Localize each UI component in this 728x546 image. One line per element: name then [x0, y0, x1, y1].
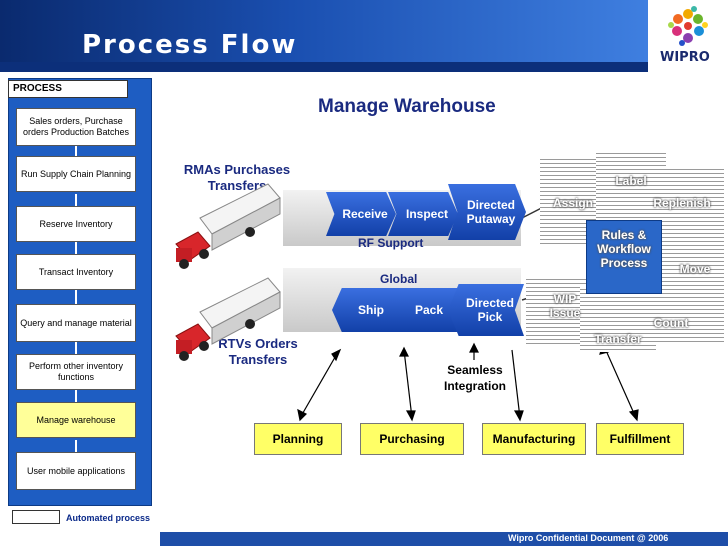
logo — [648, 0, 728, 72]
process-step-query-material[interactable]: Query and manage material — [16, 304, 136, 342]
footer-blank — [0, 532, 160, 546]
inbound-label: RMAs Purchases Transfers — [183, 162, 291, 193]
header-band — [0, 0, 648, 72]
process-step-reserve-inventory[interactable]: Reserve Inventory — [16, 206, 136, 242]
replenish-label: Replenish — [653, 196, 711, 210]
manufacturing-button[interactable]: Manufacturing — [482, 423, 586, 455]
fulfillment-button[interactable]: Fulfillment — [596, 423, 684, 455]
connector — [75, 342, 77, 356]
move-label: Move — [679, 262, 711, 276]
wipro-flower-icon — [668, 6, 708, 46]
truck-icon — [175, 277, 281, 361]
outbound-label: RTVs Orders Transfers — [218, 336, 298, 367]
connector — [75, 240, 77, 254]
step-directed-pick[interactable]: Directed Pick — [448, 284, 524, 336]
process-step-other-inventory-functions[interactable]: Perform other inventory functions — [16, 354, 136, 390]
diagram-title: Manage Warehouse — [318, 96, 496, 117]
legend-label: Automated process — [66, 513, 151, 523]
rf-support-label: RF Support — [358, 236, 424, 250]
purchasing-button[interactable]: Purchasing — [360, 423, 464, 455]
page-title: Process Flow — [82, 30, 298, 60]
footer-bar — [0, 532, 728, 546]
step-inspect[interactable]: Inspect — [388, 192, 458, 236]
assign-label: Assign — [552, 196, 593, 210]
rules-workflow-label: Rules & Workflow Process — [597, 228, 651, 270]
connector — [75, 194, 77, 208]
label-label: Label — [615, 174, 647, 188]
transfer-label: Transfer — [594, 332, 642, 346]
connector — [75, 440, 77, 454]
process-step-sales-orders[interactable]: Sales orders, Purchase orders Production… — [16, 108, 136, 146]
seamless-integration-label: Seamless Integration — [444, 363, 506, 393]
connector — [75, 290, 77, 304]
process-step-supply-chain-planning[interactable]: Run Supply Chain Planning — [16, 156, 136, 192]
process-title: PROCESS — [8, 80, 128, 98]
global-label: Global — [380, 272, 418, 286]
logo-text: WIPRO — [660, 50, 710, 65]
footer-text: Wipro Confidential Document @ 2006 — [508, 533, 669, 543]
process-step-transact-inventory[interactable]: Transact Inventory — [16, 254, 136, 290]
process-step-mobile-applications[interactable]: User mobile applications — [16, 452, 136, 490]
connector — [75, 144, 77, 158]
wip-issue-label: WIP Issue — [549, 292, 581, 320]
truck-icon — [175, 183, 281, 269]
step-ship[interactable]: Ship — [332, 288, 402, 332]
process-step-manage-warehouse[interactable]: Manage warehouse — [16, 402, 136, 438]
step-receive[interactable]: Receive — [326, 192, 396, 236]
step-directed-putaway[interactable]: Directed Putaway — [448, 184, 526, 240]
count-label: Count — [653, 316, 689, 330]
rules-workflow-box — [586, 220, 662, 294]
planning-button[interactable]: Planning — [254, 423, 342, 455]
connector — [75, 390, 77, 404]
legend-swatch — [12, 510, 60, 524]
